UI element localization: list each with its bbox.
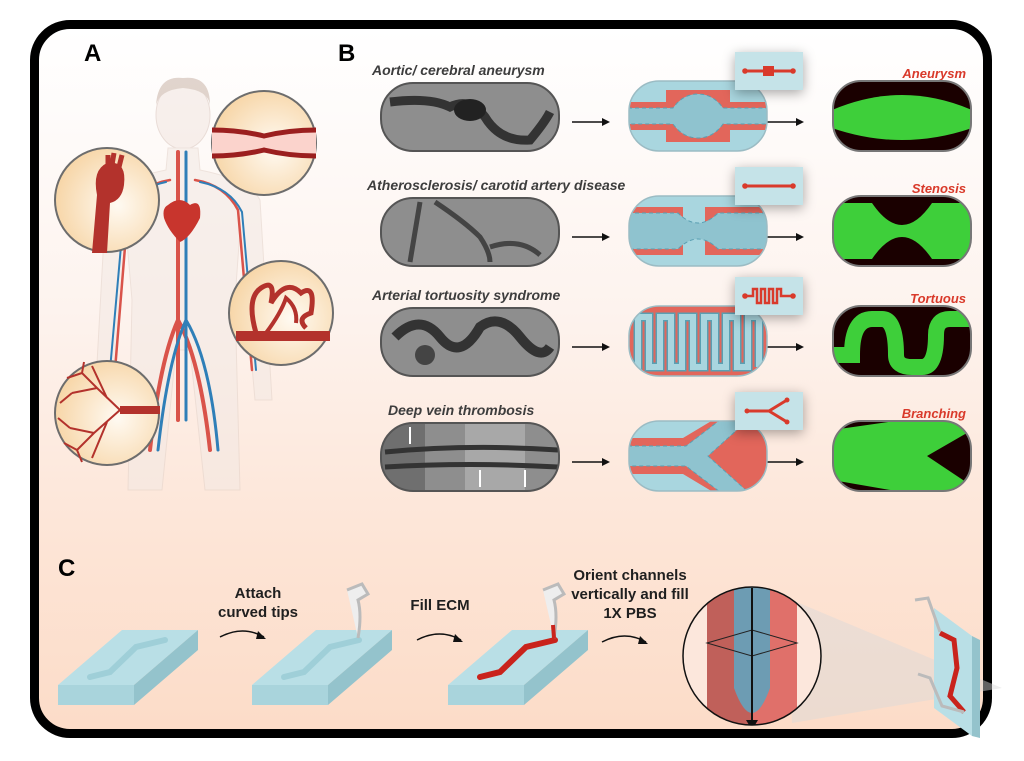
arrow-step-1: [219, 630, 266, 639]
panel-label-b: B: [338, 40, 356, 67]
stenosis-zoom-circle: [211, 90, 317, 196]
stenosis-fluorescence-image: [832, 195, 972, 267]
process-arrow: [572, 118, 610, 126]
angiogram-image: [380, 197, 560, 267]
angiogram-image: [380, 422, 560, 492]
process-arrow: [572, 233, 610, 241]
process-arrow: [766, 118, 804, 126]
condition-label: Atherosclerosis/ carotid artery disease: [367, 177, 626, 193]
panel-label-a: A: [84, 40, 102, 67]
branching-chip-design: [628, 420, 768, 492]
process-arrow: [766, 458, 804, 466]
step-fill-ecm-label: Fill ECM: [410, 597, 470, 614]
process-arrow: [766, 233, 804, 241]
model-label: Stenosis: [911, 181, 966, 196]
branching-fluorescence-image: [832, 420, 972, 492]
arrow-step-3: [601, 635, 648, 644]
angiogram-image: [380, 307, 560, 377]
chip-filled-ecm: [448, 582, 588, 705]
aneurysm-chip-design: [628, 80, 768, 152]
process-arrow: [572, 343, 610, 351]
condition-label: Aortic/ cerebral aneurysm: [372, 62, 545, 78]
process-arrow: [572, 458, 610, 466]
chip-with-tip: [252, 582, 392, 705]
pipette-tip-icon: [346, 582, 371, 639]
tortuous-chip-design: [628, 305, 768, 377]
heart-icon: [163, 200, 201, 242]
tortuous-channel-icon: [735, 277, 803, 315]
process-arrow: [766, 343, 804, 351]
panel-label-c: C: [58, 555, 76, 582]
branching-channel-icon: [735, 392, 803, 430]
model-label: Tortuous: [910, 291, 966, 306]
branching-zoom-circle: [54, 360, 160, 466]
channel-cross-section: [682, 586, 1002, 738]
arrow-step-2: [416, 633, 463, 642]
aneurysm-zoom-circle: [54, 147, 160, 253]
stenosis-channel-icon: [735, 167, 803, 205]
angiogram-image: [380, 82, 560, 152]
model-label: Branching: [901, 406, 966, 421]
aneurysm-fluorescence-image: [832, 80, 972, 152]
condition-label: Deep vein thrombosis: [388, 402, 535, 418]
condition-label: Arterial tortuosity syndrome: [372, 287, 561, 303]
model-label: Aneurysm: [902, 66, 966, 81]
tortuous-fluorescence-image: [832, 305, 972, 377]
chip-empty: [58, 630, 198, 705]
tortuous-zoom-circle: [228, 260, 334, 366]
stenosis-chip-design: [628, 195, 768, 267]
aneurysm-channel-icon: [735, 52, 803, 90]
